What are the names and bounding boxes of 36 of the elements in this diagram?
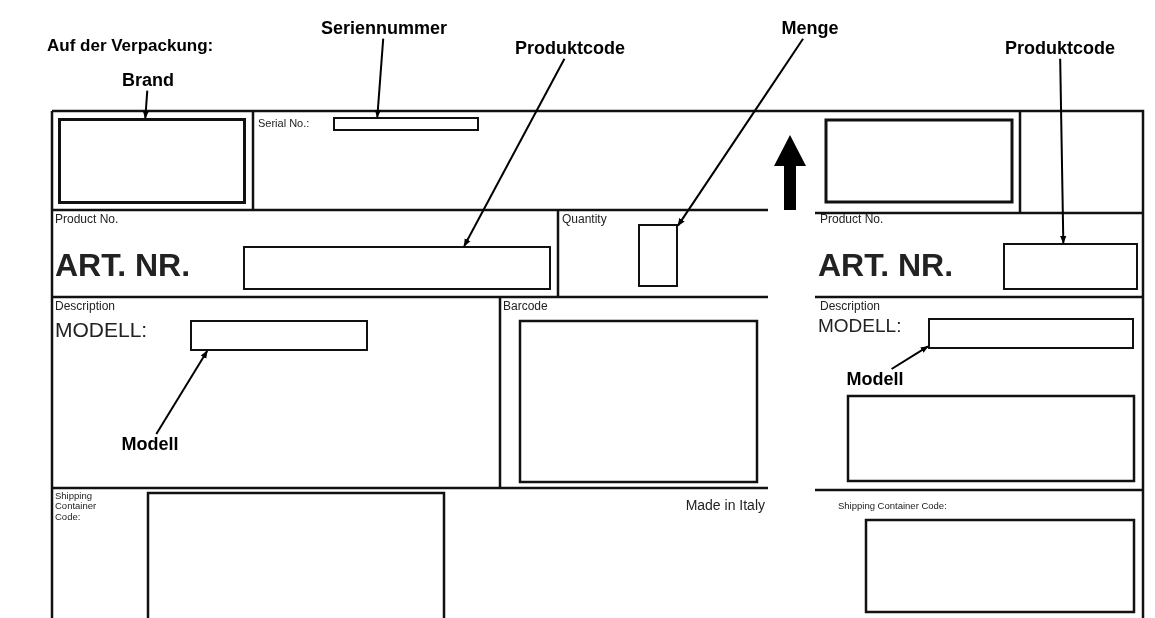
form-label: Shipping Container Code:: [838, 501, 947, 512]
leader-arrow: [1059, 57, 1067, 244]
form-label: Made in Italy: [685, 498, 765, 514]
input-field: [638, 224, 678, 287]
leader-arrow: [374, 37, 385, 118]
form-label: Description: [55, 300, 116, 314]
callout-label: Produktcode: [1005, 38, 1115, 59]
form-label: ART. NR.: [55, 248, 191, 284]
callout-label: Brand: [122, 70, 174, 91]
leader-arrow: [142, 89, 150, 119]
callout-label: Modell: [121, 434, 179, 455]
form-label: Product No.: [55, 213, 119, 227]
form-label: Shipping Container Code:: [55, 491, 98, 523]
form-label: Barcode: [503, 300, 548, 314]
input-field: [58, 118, 246, 204]
form-label: MODELL:: [818, 316, 902, 337]
leader-arrow: [463, 57, 566, 247]
diagram-title: Auf der Verpackung:: [47, 36, 214, 56]
input-field: [333, 117, 479, 131]
input-field: [928, 318, 1134, 349]
input-field: [190, 320, 368, 351]
form-label: Product No.: [820, 213, 884, 227]
form-label: ART. NR.: [818, 248, 954, 284]
callout-label: Produktcode: [515, 38, 625, 59]
callout-label: Menge: [781, 18, 839, 39]
input-field: [1003, 243, 1138, 290]
form-label: Description: [820, 300, 881, 314]
input-field: [243, 246, 551, 290]
form-label: Quantity: [562, 213, 607, 227]
leader-arrow: [677, 37, 805, 227]
leader-arrow: [155, 350, 209, 435]
callout-label: Modell: [846, 369, 904, 390]
form-label: Serial No.:: [258, 117, 310, 130]
callout-label: Seriennummer: [321, 18, 447, 39]
form-label: MODELL:: [55, 318, 148, 342]
leader-arrow: [890, 345, 929, 370]
